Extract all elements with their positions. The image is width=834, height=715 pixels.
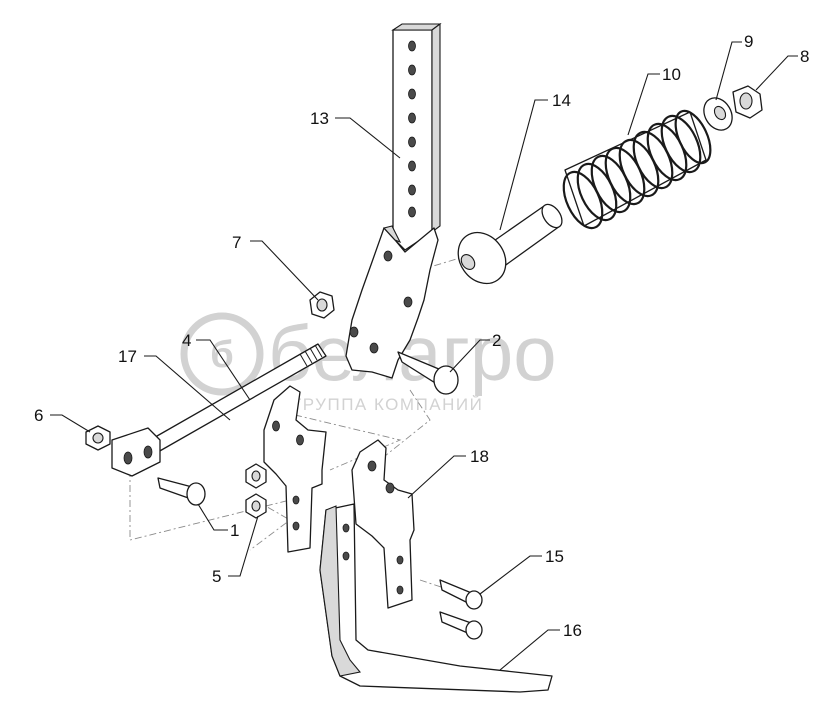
part-15-bolts xyxy=(439,579,483,640)
callout-1: 1 xyxy=(230,521,239,540)
upright-bar-holes xyxy=(408,40,416,218)
callout-5: 5 xyxy=(212,567,221,586)
part-10-spring xyxy=(562,109,712,230)
callout-14: 14 xyxy=(552,91,571,110)
watermark-tagline: ГРУППА КОМПАНИЙ xyxy=(292,395,483,414)
callout-6: 6 xyxy=(34,406,43,425)
part-5-nuts xyxy=(245,463,267,519)
leader-18 xyxy=(407,455,466,499)
part-7-nut xyxy=(309,291,335,319)
leader-9 xyxy=(715,41,742,101)
leader-17 xyxy=(144,355,231,421)
leader-lines xyxy=(50,41,798,671)
callout-4: 4 xyxy=(182,331,191,350)
part-14-pin xyxy=(457,203,563,285)
callout-10: 10 xyxy=(662,65,681,84)
part-8-nut xyxy=(732,85,763,119)
callout-2: 2 xyxy=(492,331,501,350)
callout-15: 15 xyxy=(545,547,564,566)
callout-16: 16 xyxy=(563,621,582,640)
part-2-bolt xyxy=(397,351,459,395)
leader-8 xyxy=(755,55,798,91)
callout-8: 8 xyxy=(800,47,809,66)
callout-9: 9 xyxy=(744,32,753,51)
part-9-washer xyxy=(703,97,733,131)
watermark-logo-ring xyxy=(180,312,264,396)
leader-7 xyxy=(250,240,319,301)
blade-body xyxy=(319,503,553,693)
pin-head xyxy=(457,231,507,285)
leader-10 xyxy=(627,73,660,136)
leader-2 xyxy=(449,339,490,373)
tie-rod-eye xyxy=(111,427,161,477)
bolt-15-head-lower xyxy=(465,620,483,640)
centerline-spring xyxy=(419,254,471,271)
centerline-bracket-mid xyxy=(294,414,402,471)
bolt-1-head xyxy=(186,482,206,506)
leader-14 xyxy=(499,99,548,231)
callout-18: 18 xyxy=(470,447,489,466)
leader-4 xyxy=(196,339,251,401)
centerline-bracket-left xyxy=(129,470,291,541)
part-13-upright-bar xyxy=(345,22,442,379)
callout-17: 17 xyxy=(118,347,137,366)
bolt-15-head-upper xyxy=(465,590,483,610)
leader-6 xyxy=(50,414,91,433)
upright-bar-side xyxy=(431,22,441,234)
watermark-logo-letter: б xyxy=(210,334,233,376)
bolt-2-head xyxy=(433,365,459,395)
upright-bracket xyxy=(345,227,439,379)
spring-coils xyxy=(562,109,712,230)
centerline-bolt-2 xyxy=(379,389,431,461)
leader-13 xyxy=(335,117,401,159)
part-4-bracket-plate xyxy=(263,385,327,553)
leader-16 xyxy=(499,629,560,671)
part-16-blade xyxy=(319,503,553,693)
leader-1 xyxy=(197,503,228,531)
part-6-nut xyxy=(85,425,111,451)
part-17-tie-rod xyxy=(111,343,327,477)
callout-13: 13 xyxy=(310,109,329,128)
part-18-bracket-plate xyxy=(351,439,415,609)
callout-7: 7 xyxy=(232,233,241,252)
leader-5 xyxy=(228,515,259,577)
part-1-bolt xyxy=(157,477,206,506)
leader-15 xyxy=(479,555,542,595)
callout-labels: 13 7 14 10 9 8 2 4 17 6 1 5 18 15 16 xyxy=(34,32,809,640)
